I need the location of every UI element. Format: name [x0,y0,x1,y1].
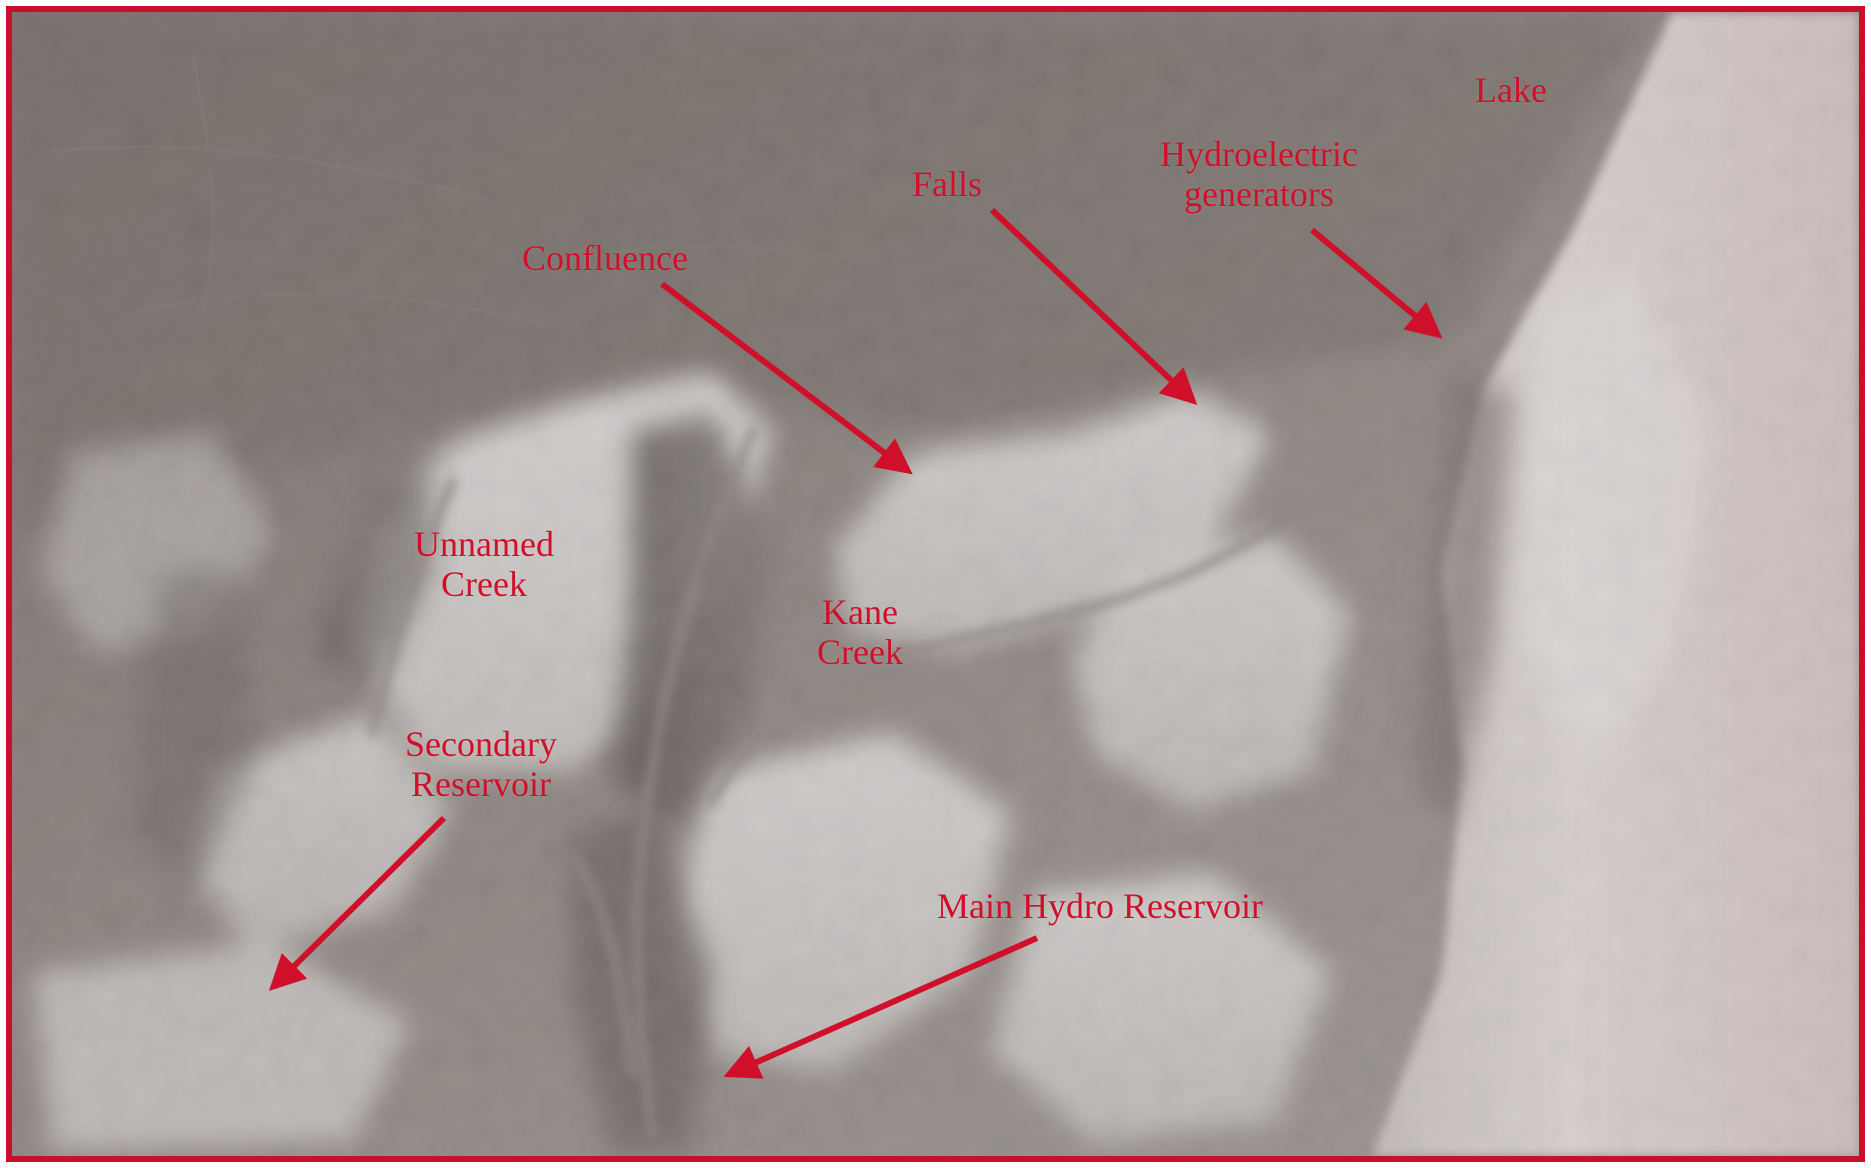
label-hydroelectric-generators: Hydroelectric generators [1160,134,1358,214]
arrow-main-hydro-reservoir [723,935,1039,1079]
arrow-falls [989,207,1198,405]
label-confluence: Confluence [522,238,688,278]
label-main-hydro-reservoir: Main Hydro Reservoir [937,886,1263,926]
arrow-hydroelectric-generators [1310,227,1443,339]
map-frame: Lake Hydroelectric generators Falls Conf… [6,6,1865,1162]
label-lake: Lake [1475,70,1547,110]
label-secondary-reservoir: Secondary Reservoir [405,724,557,804]
label-falls: Falls [912,164,983,204]
label-unnamed-creek: Unnamed Creek [414,524,554,604]
shaded-relief-terrain [12,12,1859,1156]
label-kane-creek: Kane Creek [817,592,903,672]
arrow-confluence [660,281,913,475]
arrow-secondary-reservoir [268,815,447,992]
